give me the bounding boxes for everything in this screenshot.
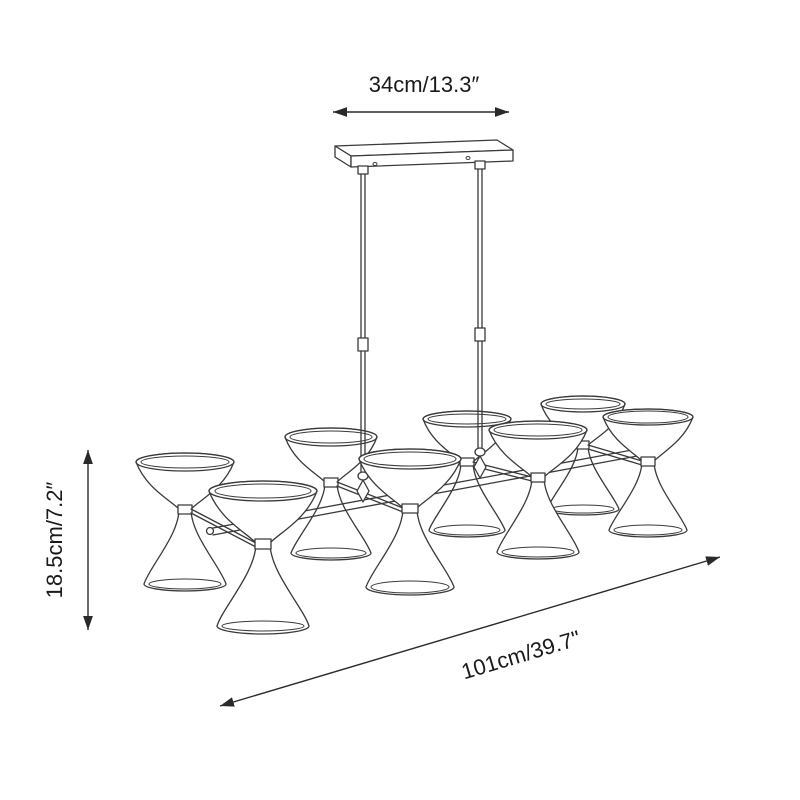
lampshade-top-rim: [540, 395, 626, 413]
canopy-screw: [372, 162, 378, 166]
lampshade-top-rim: [358, 448, 462, 470]
lampshade-silhouette: [135, 452, 235, 592]
lampshade-bottom-rim: [613, 524, 683, 536]
lampshade-top-rim: [135, 452, 235, 472]
lampshade-waist-collar: [401, 503, 419, 514]
hanging-rod-right: [473, 160, 487, 479]
width-dimension-label: 34cm/13.3″: [369, 72, 480, 97]
lampshade-top-rim: [422, 410, 512, 428]
shade-arm: [190, 512, 257, 548]
lampshade-waist-collar: [323, 477, 339, 488]
beam-end-knob-left: [205, 526, 215, 536]
lampshade-top-rim: [488, 420, 588, 440]
chandelier-drawing: [135, 139, 694, 635]
shade-arm: [336, 481, 404, 509]
length-dimension-arrow: [219, 556, 721, 707]
canopy-screw: [465, 156, 471, 160]
lampshade-top-rim: [208, 480, 318, 502]
lampshade-top-rim: [602, 408, 694, 426]
shade-arm: [190, 508, 257, 544]
shade-arm: [587, 448, 643, 466]
lampshade-waist-collar: [177, 504, 193, 515]
lampshade-inner-rim: [140, 455, 230, 469]
lampshade-inner-rim: [214, 483, 312, 499]
lampshade-far-1: [135, 452, 235, 592]
lampshade-inner-rim: [363, 451, 457, 467]
length-dimension-label: 101cm/39.7": [458, 625, 583, 684]
lampshade-silhouette: [602, 408, 694, 538]
rod-top-stub: [357, 165, 369, 175]
height-dimension: 18.5cm/7.2″: [42, 450, 93, 630]
rod-collar: [357, 337, 369, 352]
lampshade-far-2: [284, 427, 378, 561]
lampshade-waist-collar: [254, 538, 272, 550]
rod-spindle: [473, 455, 487, 479]
shade-arm: [336, 485, 404, 513]
lampshade-inner-rim: [493, 423, 583, 437]
rod-ball-joint: [474, 447, 486, 457]
lampshade-near-4: [602, 408, 694, 538]
lampshade-far-3: [422, 410, 512, 538]
width-dimension: 34cm/13.3″: [333, 72, 509, 117]
lampshade-inner-rim: [607, 410, 689, 424]
hanging-rod-left: [356, 165, 370, 503]
lampshade-top-rim: [284, 427, 378, 447]
lampshade-inner-rim: [427, 413, 507, 425]
shade-arm: [587, 444, 643, 462]
lampshade-waist-collar: [530, 472, 546, 483]
lampshade-inner-rim: [545, 398, 621, 410]
rod-collar: [474, 327, 486, 342]
height-dimension-label: 18.5cm/7.2″: [42, 481, 67, 598]
rod-top-stub: [474, 160, 486, 170]
canopy: [334, 139, 514, 168]
canopy-front-face: [350, 149, 514, 168]
lampshade-bottom-rim: [433, 524, 501, 536]
rod-spindle: [356, 479, 370, 503]
lampshade-waist-collar: [640, 456, 656, 467]
lampshade-waist-collar: [459, 457, 475, 467]
lampshade-near-3: [488, 420, 588, 560]
lampshade-inner-rim: [289, 430, 373, 444]
